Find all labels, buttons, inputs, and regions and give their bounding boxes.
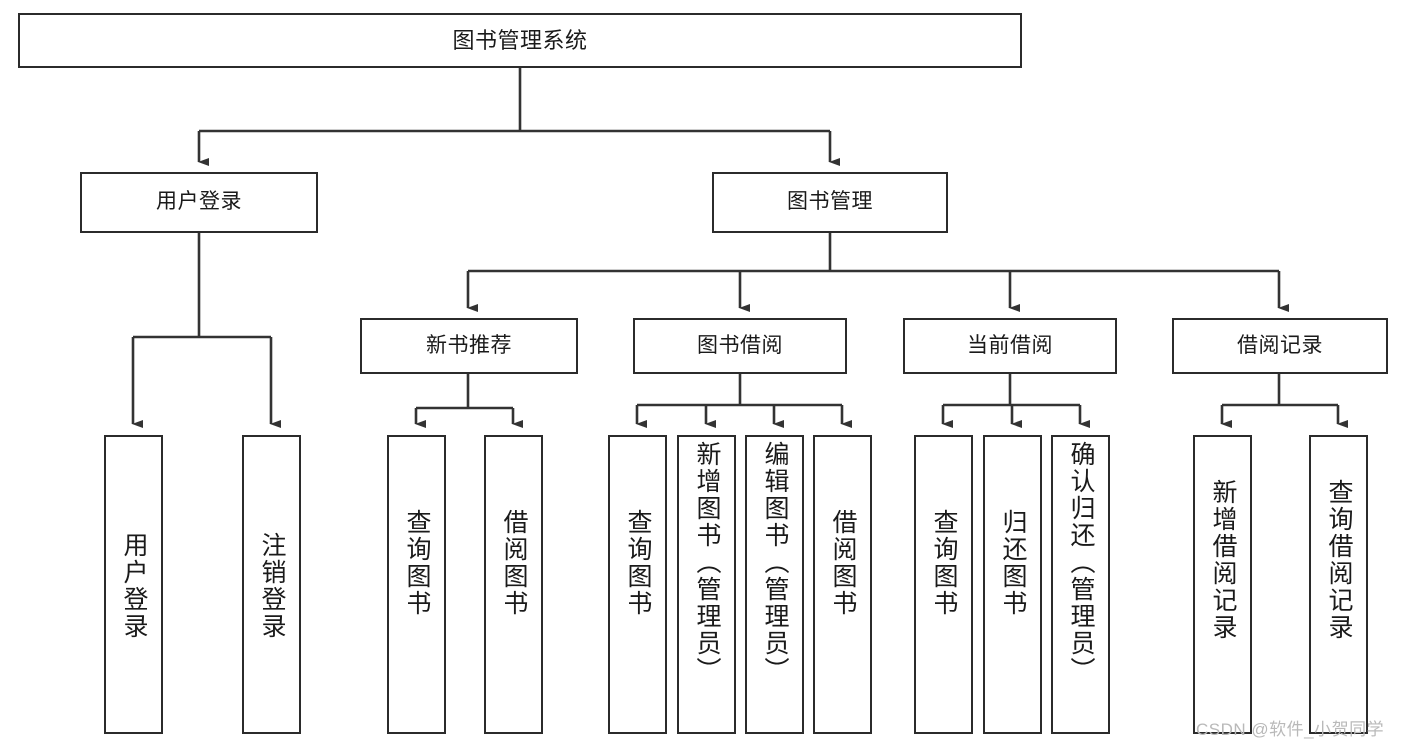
node-label: 图书管理系统	[452, 27, 588, 53]
node-label: 查询图书	[403, 509, 431, 617]
node-new-book-recommend[interactable]: 新书推荐	[360, 318, 578, 374]
node-label: 新增图书（管理员）	[693, 441, 721, 684]
node-label: 编辑图书（管理员）	[761, 441, 789, 684]
node-user-login[interactable]: 用户登录	[80, 172, 318, 233]
node-label: 查询图书	[930, 509, 958, 617]
node-book-management[interactable]: 图书管理	[712, 172, 948, 233]
node-label: 借阅图书	[500, 509, 528, 617]
node-label: 新增借阅记录	[1209, 479, 1237, 641]
leaf-borrow-book[interactable]: 借阅图书	[813, 435, 872, 734]
node-label: 归还图书	[999, 509, 1027, 617]
leaf-borrow-book-recommend[interactable]: 借阅图书	[484, 435, 543, 734]
node-label: 借阅记录	[1237, 333, 1323, 357]
node-label: 借阅图书	[829, 509, 857, 617]
leaf-query-borrow-record[interactable]: 查询借阅记录	[1309, 435, 1368, 734]
leaf-add-book-admin[interactable]: 新增图书（管理员）	[677, 435, 736, 734]
node-label: 图书管理	[787, 190, 873, 214]
csdn-watermark: CSDN @软件_小贺同学	[1196, 720, 1385, 739]
leaf-query-book-recommend[interactable]: 查询图书	[387, 435, 446, 734]
leaf-add-borrow-record[interactable]: 新增借阅记录	[1193, 435, 1252, 734]
node-label: 查询借阅记录	[1325, 479, 1353, 641]
node-label: 注销登录	[258, 532, 286, 640]
leaf-query-book-current[interactable]: 查询图书	[914, 435, 973, 734]
node-label: 新书推荐	[426, 333, 512, 357]
node-label: 图书借阅	[697, 333, 783, 357]
leaf-user-login[interactable]: 用户登录	[104, 435, 163, 734]
node-label: 用户登录	[156, 190, 242, 214]
node-root-book-management-system[interactable]: 图书管理系统	[18, 13, 1022, 68]
leaf-confirm-return-admin[interactable]: 确认归还（管理员）	[1051, 435, 1110, 734]
leaf-query-book-borrow[interactable]: 查询图书	[608, 435, 667, 734]
node-book-borrow[interactable]: 图书借阅	[633, 318, 847, 374]
leaf-edit-book-admin[interactable]: 编辑图书（管理员）	[745, 435, 804, 734]
leaf-return-book[interactable]: 归还图书	[983, 435, 1042, 734]
node-borrow-record[interactable]: 借阅记录	[1172, 318, 1388, 374]
node-label: 用户登录	[120, 532, 148, 640]
node-label: 查询图书	[624, 509, 652, 617]
node-label: 当前借阅	[967, 333, 1053, 357]
node-current-borrow[interactable]: 当前借阅	[903, 318, 1117, 374]
node-label: 确认归还（管理员）	[1067, 441, 1095, 684]
leaf-logout[interactable]: 注销登录	[242, 435, 301, 734]
